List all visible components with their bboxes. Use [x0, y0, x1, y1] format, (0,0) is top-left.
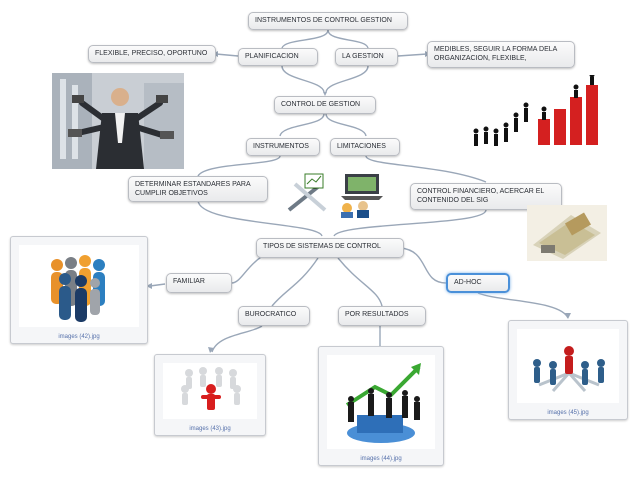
node-limitaciones[interactable]: LIMITACIONES [330, 138, 400, 156]
money-stack-photo [527, 205, 607, 261]
resultados-picture [327, 355, 435, 449]
node-root[interactable]: INSTRUMENTOS DE CONTROL GESTION [248, 12, 408, 30]
edge-tipos-adhoc [400, 248, 446, 283]
edge-root-gestion [328, 30, 368, 48]
edge-gestion-medibles [398, 54, 427, 56]
image-caption: images (43).jpg [155, 426, 265, 432]
edge-familiar-card [150, 284, 165, 286]
edge-limitaciones-financiero [366, 156, 486, 182]
node-por-resultados[interactable]: POR RESULTADOS [338, 306, 426, 326]
edge-planificacion-flexible [216, 54, 238, 56]
node-planificacion[interactable]: PLANIFICACION [238, 48, 318, 66]
node-burocratico[interactable]: BUROCRATICO [238, 306, 310, 326]
family-group-icon [19, 245, 141, 329]
burocratico-picture [163, 363, 257, 419]
management-tools-clipart [285, 170, 383, 218]
edge-adhoc-card [478, 293, 568, 318]
node-instrumentos[interactable]: INSTRUMENTOS [246, 138, 320, 156]
edge-tipos-resultados [338, 258, 382, 306]
node-determinar-estandares[interactable]: DETERMINAR ESTANDARES PARA CUMPLIR OBJET… [128, 176, 268, 202]
edge-gestion-control [326, 66, 368, 92]
node-ad-hoc[interactable]: AD-HOC [446, 273, 510, 293]
multitasking-businessman-photo [52, 73, 184, 169]
connected-team-icon [517, 329, 621, 405]
image-caption: images (45).jpg [509, 410, 627, 416]
adhoc-picture [517, 329, 619, 403]
edge-instrumentos-determinar [198, 156, 280, 176]
image-card-burocratico[interactable]: images (43).jpg [154, 354, 266, 436]
edge-control-instrumentos [280, 114, 324, 136]
node-flexible[interactable]: FLEXIBLE, PRECISO, OPORTUNO [88, 45, 216, 63]
node-familiar[interactable]: FAMILIAR [166, 273, 232, 293]
node-tipos-sistemas[interactable]: TIPOS DE SISTEMAS DE CONTROL [256, 238, 404, 258]
growth-team-icon [327, 355, 437, 451]
edge-tipos-burocratico [272, 258, 318, 306]
image-caption: images (42).jpg [11, 334, 147, 340]
growth-bar-chart-illustration [468, 75, 604, 157]
image-caption: images (44).jpg [319, 456, 443, 462]
image-card-por-resultados[interactable]: images (44).jpg [318, 346, 444, 466]
edge-control-limitaciones [326, 114, 366, 136]
edge-root-planificacion [282, 30, 328, 48]
edge-planificacion-control [282, 66, 324, 92]
familiar-picture [19, 245, 139, 327]
node-control-de-gestion[interactable]: CONTROL DE GESTION [274, 96, 376, 114]
leader-group-icon [163, 363, 259, 421]
edge-burocratico-card [212, 326, 262, 352]
image-card-ad-hoc[interactable]: images (45).jpg [508, 320, 628, 420]
node-medibles[interactable]: MEDIBLES, SEGUIR LA FORMA DELA ORGANIZAC… [427, 41, 575, 68]
node-la-gestion[interactable]: LA GESTION [335, 48, 398, 66]
image-card-familiar[interactable]: images (42).jpg [10, 236, 148, 344]
